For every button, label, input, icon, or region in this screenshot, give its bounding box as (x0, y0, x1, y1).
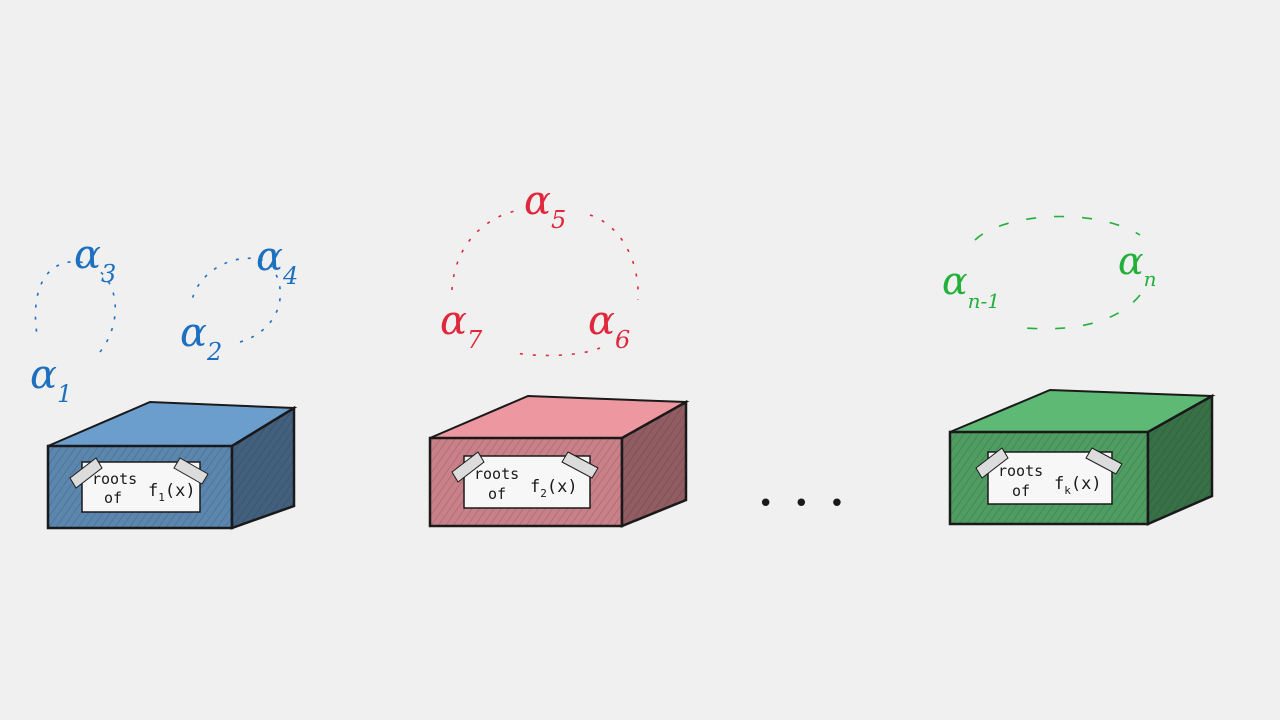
root-loop-3 (451, 209, 639, 357)
tape-left (69, 457, 103, 489)
box-label-line2: of (488, 485, 506, 503)
box-1: roots of f1(x) (46, 400, 298, 530)
box-label-line1: roots (998, 462, 1043, 480)
root-label: α7 (440, 298, 483, 354)
root-loop-1 (34, 261, 117, 353)
box-label-line1: roots (474, 465, 519, 483)
root-label: α1 (30, 352, 72, 408)
root-label: α3 (74, 232, 116, 288)
tape-right (1085, 447, 1123, 475)
root-label: αn-1 (942, 259, 1000, 313)
root-label: αn (1118, 239, 1157, 291)
ellipsis: • • • (758, 489, 851, 519)
group-1: α1 α3 α2 α4 roots of f1(x) (30, 232, 298, 530)
box-3: roots of fk(x) (948, 388, 1216, 526)
box-label-line2: of (104, 489, 122, 507)
box-function-label: fk(x) (1054, 474, 1102, 497)
tape-left (975, 447, 1009, 479)
box-function-label: f2(x) (530, 477, 578, 500)
box-function-label: f1(x) (148, 481, 196, 504)
tape-left (451, 451, 485, 483)
root-label: α5 (524, 178, 566, 234)
group-2: α5 α7 α6 roots of f2(x) (428, 178, 690, 528)
box-label-line1: roots (92, 470, 137, 488)
group-3: αn-1 αn roots of fk(x) (942, 215, 1216, 526)
tape-right (561, 451, 599, 479)
root-label: α4 (256, 234, 298, 290)
tape-right (173, 457, 209, 485)
box-2: roots of f2(x) (428, 394, 690, 528)
root-label: α2 (180, 310, 222, 366)
box-label-line2: of (1012, 482, 1030, 500)
root-label: α6 (588, 298, 630, 354)
